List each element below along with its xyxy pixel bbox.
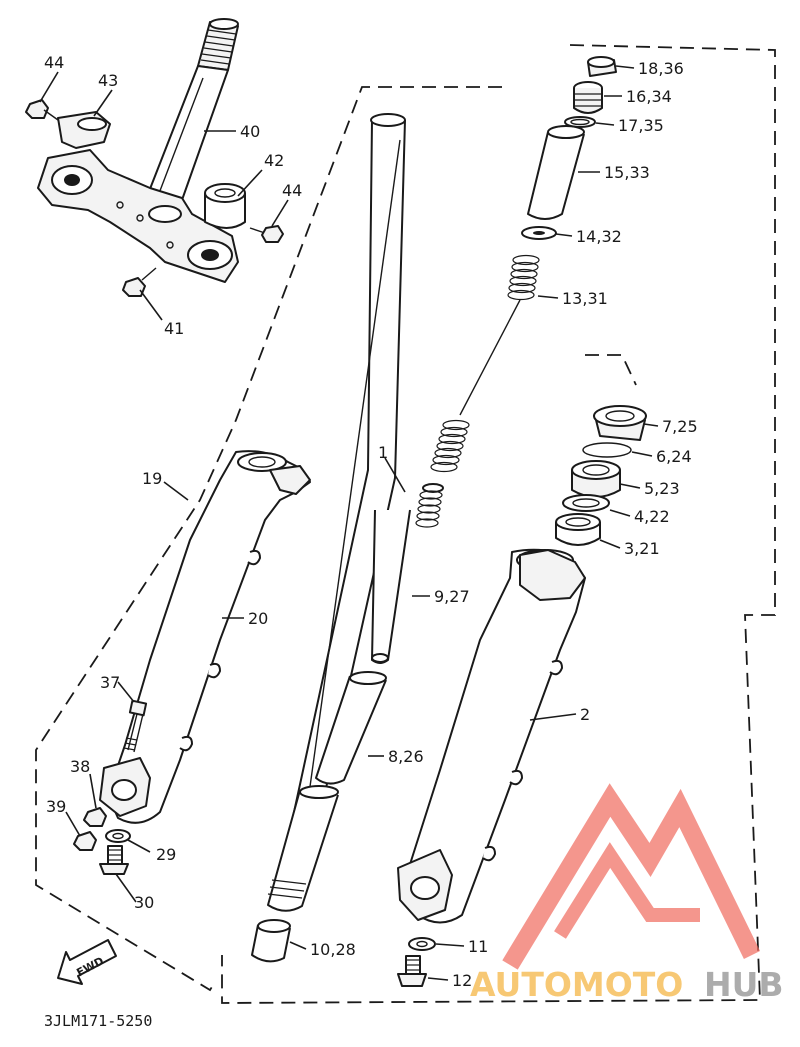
callout-13-31: 13,31 (562, 289, 608, 308)
callout-labels: 44 43 40 42 44 41 19 20 37 38 39 29 30 1… (44, 53, 698, 990)
washer-14 (521, 226, 557, 240)
left-fork-assembly-outline (35, 86, 502, 992)
bolt-41 (122, 267, 157, 297)
callout-1: 1 (378, 443, 388, 462)
nut-38 (83, 807, 107, 827)
leader-lines (39, 65, 659, 981)
cap-parts-subgroup-outline (585, 354, 637, 386)
clip-6 (582, 442, 632, 458)
oil-lock-piece (267, 785, 339, 912)
spacer-15 (527, 125, 585, 220)
washer-29 (105, 829, 131, 843)
damper-rod (371, 509, 411, 664)
callout-44: 44 (282, 181, 302, 200)
steering-stem (147, 18, 239, 201)
watermark-word-hub: HUB (704, 965, 784, 1004)
outer-tube-left (99, 450, 311, 824)
fork-spring-upper (430, 299, 521, 473)
callout-37: 37 (100, 673, 120, 692)
callout-16-34: 16,34 (626, 87, 672, 106)
bolt-44-right (249, 225, 284, 243)
callout-8-26: 8,26 (388, 747, 424, 766)
rebound-spring-9 (415, 483, 444, 528)
dust-seal-7 (593, 405, 647, 441)
forward-direction-arrow: FWD (57, 939, 117, 985)
callout-19: 19 (142, 469, 162, 488)
bolt-37 (123, 699, 148, 753)
callout-44: 44 (44, 53, 64, 72)
cap-bolt-16 (573, 81, 603, 114)
callout-12: 12 (452, 971, 472, 990)
callout-5-23: 5,23 (644, 479, 680, 498)
callout-18-36: 18,36 (638, 59, 684, 78)
washer-39 (73, 831, 97, 851)
watermark-inner-g (554, 842, 700, 939)
callout-10-28: 10,28 (310, 940, 356, 959)
callout-40: 40 (240, 122, 260, 141)
cable-guide-43 (57, 111, 111, 149)
callout-20: 20 (248, 609, 268, 628)
callout-15-33: 15,33 (604, 163, 650, 182)
watermark-word-automoto: AUTOMOTO (470, 965, 683, 1004)
washer-11 (408, 937, 436, 951)
callout-39: 39 (46, 797, 66, 816)
piece-10 (251, 919, 291, 963)
callout-3-21: 3,21 (624, 539, 660, 558)
callout-29: 29 (156, 845, 176, 864)
callout-30: 30 (134, 893, 154, 912)
callout-41: 41 (164, 319, 184, 338)
automotohub-watermark: AUTOMOTO HUB (470, 783, 784, 1004)
o-ring-17 (564, 116, 596, 128)
outer-tube-right (397, 548, 586, 924)
diagram-code: 3JLM171-5250 (44, 1012, 152, 1030)
slide-bushing-8 (315, 671, 387, 785)
callout-11: 11 (468, 937, 488, 956)
callout-6-24: 6,24 (656, 447, 692, 466)
callout-38: 38 (70, 757, 90, 776)
fork-spring-13 (507, 254, 540, 301)
callout-9-27: 9,27 (434, 587, 470, 606)
callout-2: 2 (580, 705, 590, 724)
right-fork-assembly-outline (221, 44, 776, 1004)
cap-18 (587, 56, 617, 77)
bushing-3 (555, 513, 601, 546)
bolt-30 (99, 845, 129, 875)
callout-4-22: 4,22 (634, 507, 670, 526)
callout-17-35: 17,35 (618, 116, 664, 135)
callout-42: 42 (264, 151, 284, 170)
callout-43: 43 (98, 71, 118, 90)
bolt-44-top (25, 99, 59, 121)
watermark-triangle-mark (502, 783, 761, 970)
lower-bracket (37, 149, 239, 283)
oil-seal-5 (571, 460, 621, 498)
callout-14-32: 14,32 (576, 227, 622, 246)
callout-7-25: 7,25 (662, 417, 698, 436)
bolt-12 (397, 955, 427, 987)
washer-4 (562, 494, 610, 512)
collar-42 (204, 183, 246, 229)
